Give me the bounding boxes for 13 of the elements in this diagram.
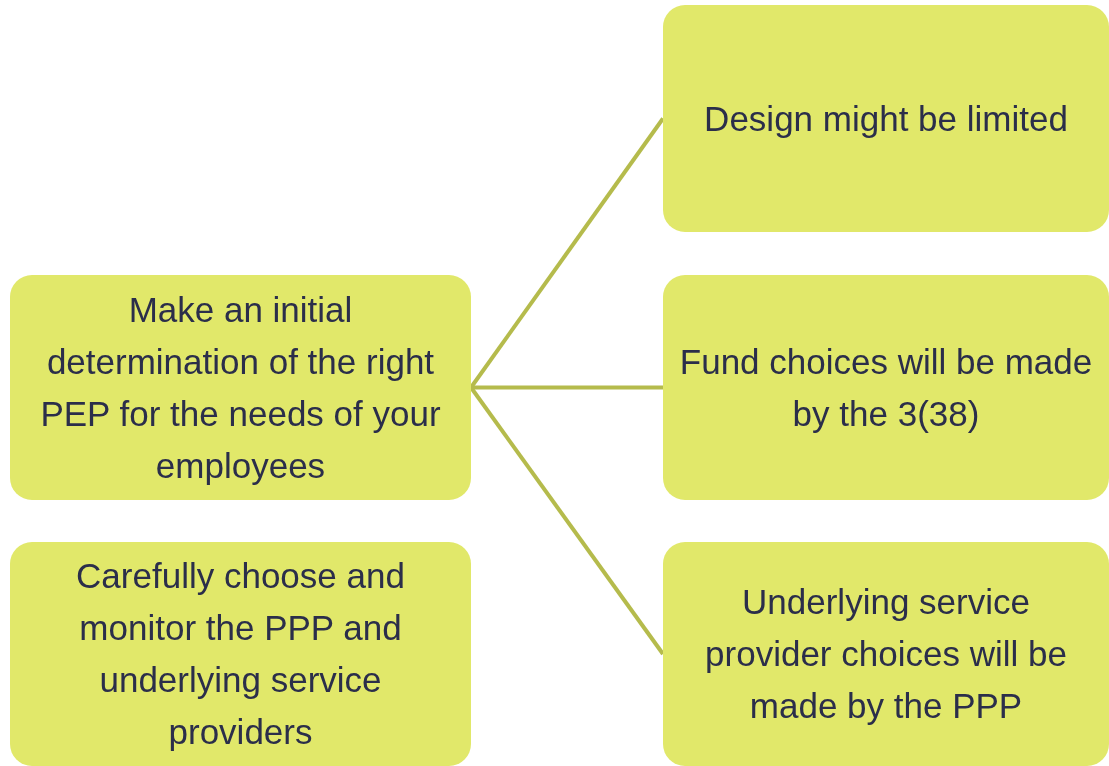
process-box [10, 275, 471, 500]
connector-line [471, 385, 663, 390]
process-box [663, 5, 1109, 232]
box-text: Design might be limited [704, 97, 1068, 140]
connector-line [469, 386, 665, 656]
box-text: Underlying service provider choices will be made by the PPP [704, 581, 1068, 727]
box-text: Make an initial determination of the right PEP for the needs of your employees [39, 288, 442, 487]
box-text: Fund choices will be made by the 3(38) [678, 340, 1094, 435]
connector-line [469, 117, 665, 389]
process-box [663, 542, 1109, 766]
process-box [10, 542, 471, 766]
process-box [663, 275, 1109, 500]
box-text: Carefully choose and monitor the PPP and underlying service providers [75, 555, 406, 753]
